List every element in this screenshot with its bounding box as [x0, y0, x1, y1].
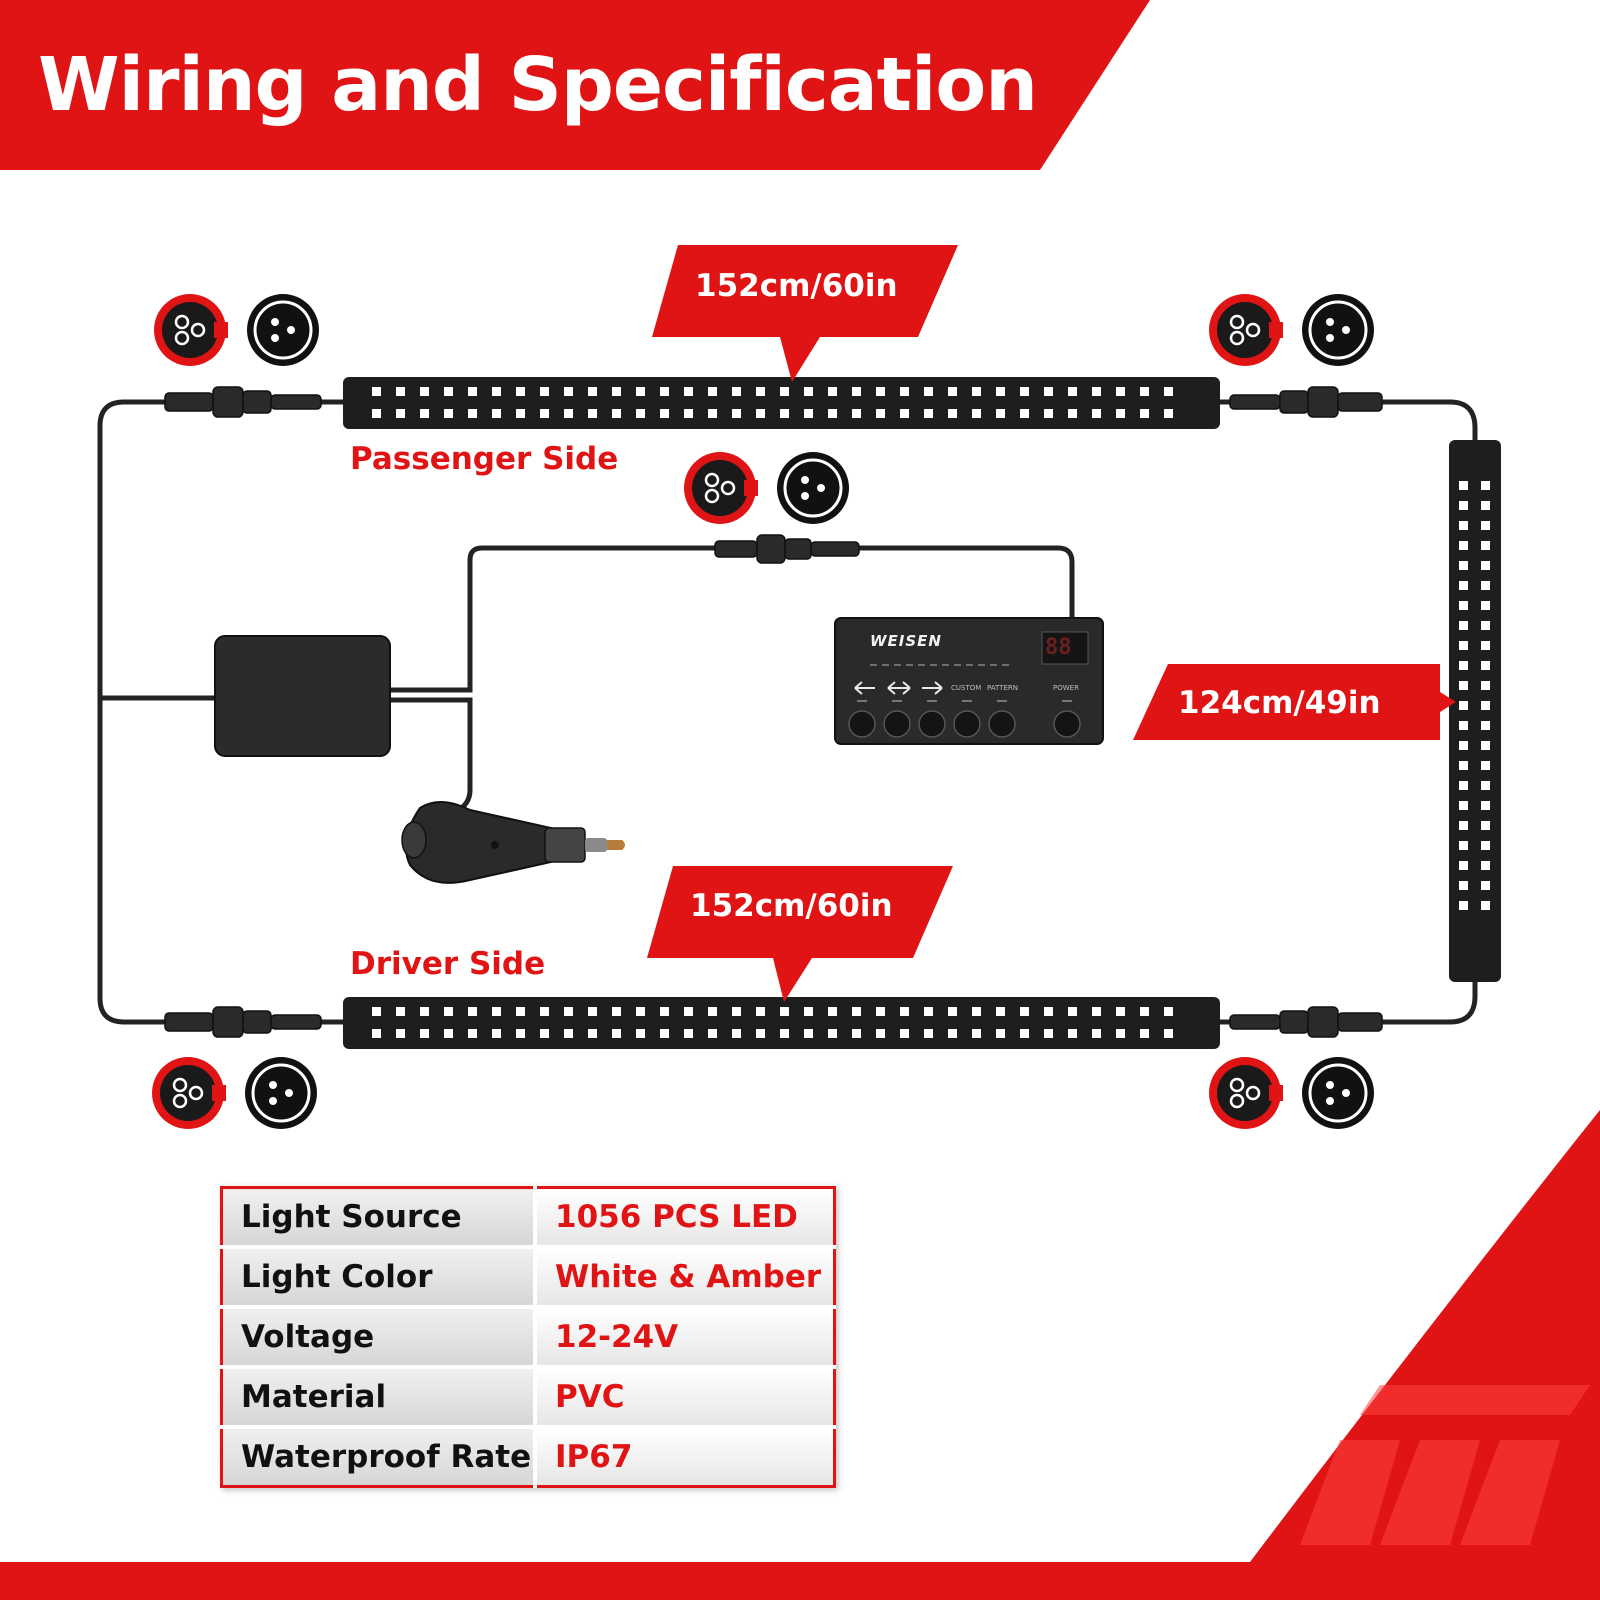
connector-icon-pairs — [152, 294, 1374, 1129]
controller-knob — [918, 710, 946, 738]
spec-row: Light Source 1056 PCS LED — [221, 1187, 835, 1249]
female-connector-icon — [1209, 1057, 1283, 1129]
controller-knob — [988, 710, 1016, 738]
spec-value: White & Amber — [533, 1247, 835, 1309]
spec-value: 1056 PCS LED — [533, 1187, 835, 1249]
controller-knob — [953, 710, 981, 738]
controller-knob — [883, 710, 911, 738]
female-connector-icon — [1209, 294, 1283, 366]
male-connector-icon — [247, 294, 319, 366]
led-dots-rear — [1459, 481, 1490, 910]
male-connector-icon — [1302, 1057, 1374, 1129]
length-label-rear: 124cm/49in — [1178, 685, 1381, 721]
led-dots-driver — [372, 1007, 1173, 1038]
callout-bottom — [647, 866, 953, 1002]
controller-brand: WEISEN — [870, 632, 942, 650]
driver-side-label: Driver Side — [350, 946, 546, 982]
female-connector-icon — [152, 1057, 226, 1129]
spec-key: Light Source — [221, 1187, 535, 1249]
spec-row: Voltage 12-24V — [221, 1307, 835, 1369]
controller-custom-label: CUSTOM — [951, 684, 982, 692]
spec-row: Light Color White & Amber — [221, 1247, 835, 1309]
spec-key: Material — [221, 1367, 535, 1429]
spec-value: IP67 — [533, 1427, 835, 1487]
header-band — [0, 0, 1150, 170]
controller-box — [834, 617, 1104, 745]
controller-pattern-label: PATTERN — [987, 684, 1018, 692]
led-strip-rear — [1449, 440, 1501, 982]
spec-row: Waterproof Rate IP67 — [221, 1427, 835, 1487]
callout-side — [1133, 664, 1456, 740]
female-connector-icon — [684, 452, 758, 524]
length-label-driver: 152cm/60in — [690, 888, 893, 924]
controller-knob — [848, 710, 876, 738]
male-connector-icon — [245, 1057, 317, 1129]
callout-top — [652, 245, 958, 382]
passenger-side-label: Passenger Side — [350, 441, 619, 477]
female-connector-icon — [154, 294, 228, 366]
spec-value: PVC — [533, 1367, 835, 1429]
wiring-cables — [97, 399, 1478, 1025]
spec-table: Light Source 1056 PCS LED Light Color Wh… — [220, 1186, 836, 1488]
led-strip-driver — [343, 997, 1220, 1049]
spec-key: Light Color — [221, 1247, 535, 1309]
spec-key: Waterproof Rate — [221, 1427, 535, 1487]
inline-connectors — [164, 386, 1383, 1038]
male-connector-icon — [777, 452, 849, 524]
relay-box — [214, 635, 391, 757]
spec-value: 12-24V — [533, 1307, 835, 1369]
male-connector-icon — [1302, 294, 1374, 366]
controller-power-label: POWER — [1053, 684, 1079, 692]
footer-stripe — [0, 1562, 1600, 1600]
cigarette-plug-icon — [401, 801, 625, 884]
spec-key: Voltage — [221, 1307, 535, 1369]
controller-knob — [1053, 710, 1081, 738]
led-dots-passenger — [372, 387, 1173, 418]
spec-row: Material PVC — [221, 1367, 835, 1429]
controller-display: 88 — [1045, 635, 1072, 660]
page-title: Wiring and Specification — [38, 42, 1038, 128]
brand-logo-icon — [1300, 1385, 1590, 1545]
led-strip-passenger — [343, 377, 1220, 429]
length-label-passenger: 152cm/60in — [695, 268, 898, 304]
